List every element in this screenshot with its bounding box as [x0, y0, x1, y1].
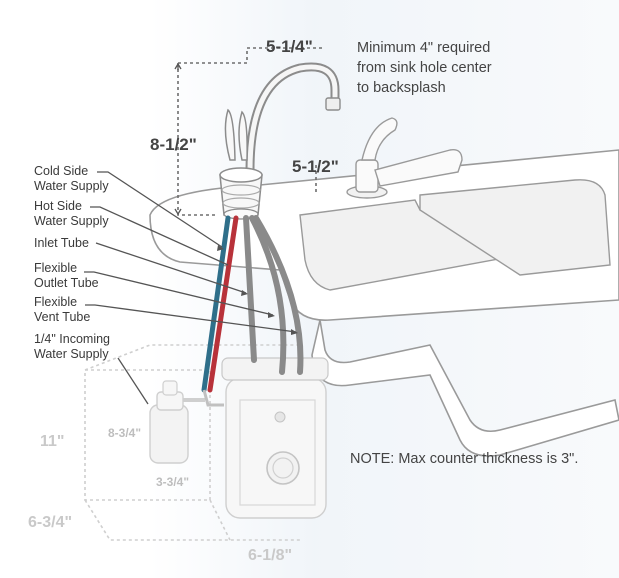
outlet-tube-label-line1: Flexible [34, 261, 77, 275]
inlet-tube-label: Inlet Tube [34, 236, 89, 250]
incoming-supply-label-line1: 1/4" Incoming [34, 332, 110, 346]
sink-faucet [346, 117, 463, 199]
faucet-height-dimension: 8-1/2" [150, 135, 197, 154]
counter-thickness-note: NOTE: Max counter thickness is 3". [350, 451, 578, 467]
faucet-reach-dimension: 5-1/4" [266, 37, 313, 56]
hot-supply-tube [207, 215, 239, 393]
vent-tube [253, 215, 304, 375]
outlet-tube [249, 215, 287, 375]
cold-lever [224, 108, 236, 161]
hot-side-label-line1: Hot Side [34, 199, 82, 213]
spout-height-dimension: 5-1/2" [292, 157, 339, 176]
backsplash-note-line1: Minimum 4" required [357, 40, 490, 56]
label-leaders [84, 171, 298, 405]
water-tank [221, 357, 329, 519]
supply-tubes [201, 215, 304, 407]
supply-valve [149, 380, 205, 464]
faucet-dimension-lines [174, 47, 325, 216]
vent-tube-label-line1: Flexible [34, 295, 77, 309]
outlet-tube-label-line2: Outlet Tube [34, 276, 99, 290]
backsplash-note-line2: from sink hole center [357, 60, 492, 76]
valve-width-dimension: 3-3/4" [156, 475, 189, 489]
tank-depth-dimension: 6-3/4" [28, 514, 72, 531]
tank-height-dimension: 11" [40, 433, 65, 450]
vent-tube-label-line2: Vent Tube [34, 310, 90, 324]
inlet-tube [243, 215, 257, 363]
cold-side-label-line2: Water Supply [34, 179, 109, 193]
hot-side-label-line2: Water Supply [34, 214, 109, 228]
incoming-supply-label-line2: Water Supply [34, 347, 109, 361]
sink [149, 149, 619, 457]
valve-height-dimension: 8-3/4" [108, 426, 141, 440]
sink-basin-right [419, 179, 611, 276]
backsplash-note-line3: to backsplash [357, 80, 446, 96]
cold-side-label-line1: Cold Side [34, 164, 88, 178]
cold-supply-tube [201, 215, 231, 393]
hot-lever [238, 110, 248, 161]
ghost-assembly [84, 344, 300, 541]
tank-width-dimension: 6-1/8" [248, 547, 292, 564]
tank-dial [266, 451, 300, 485]
